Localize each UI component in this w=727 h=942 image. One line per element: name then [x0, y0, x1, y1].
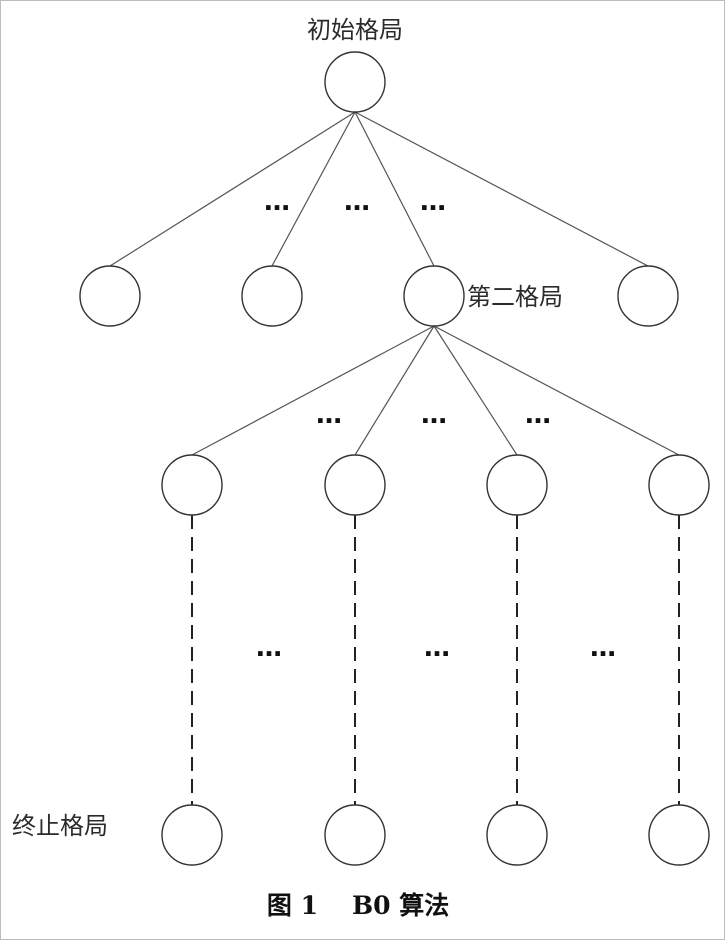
ellipsis-middle-3: … [590, 633, 616, 663]
ellipsis-level2-3: … [525, 400, 551, 430]
node-terminal-4 [648, 804, 710, 866]
figure-number: 图 1 [267, 891, 318, 920]
node-level2-3 [486, 454, 548, 516]
node-initial [324, 51, 386, 113]
label-second: 第二格局 [467, 283, 563, 311]
ellipsis-level1-2: … [344, 187, 370, 217]
edge-second-child-3 [433, 325, 518, 456]
label-terminal: 终止格局 [12, 812, 108, 840]
node-level2-1 [161, 454, 223, 516]
node-terminal-2 [324, 804, 386, 866]
ellipsis-middle-2: … [424, 633, 450, 663]
ellipsis-level1-3: … [420, 187, 446, 217]
node-terminal-3 [486, 804, 548, 866]
ellipsis-level2-2: … [421, 400, 447, 430]
edge-second-child-1 [191, 325, 435, 456]
edge-second-child-2 [354, 325, 435, 456]
edge-root-child-3 [354, 111, 435, 267]
node-level1-2 [241, 265, 303, 327]
node-second [403, 265, 465, 327]
node-level2-4 [648, 454, 710, 516]
label-initial: 初始格局 [307, 16, 403, 44]
ellipsis-level2-1: … [316, 400, 342, 430]
node-level1-1 [79, 265, 141, 327]
node-terminal-1 [161, 804, 223, 866]
edge-second-child-4 [433, 325, 680, 456]
ellipsis-level1-1: … [264, 187, 290, 217]
edge-root-child-4 [354, 111, 649, 267]
ellipsis-middle-1: … [256, 633, 282, 663]
node-level1-4 [617, 265, 679, 327]
figure-title: B0 算法 [352, 891, 449, 920]
edge-root-child-1 [109, 111, 356, 267]
edge-root-child-2 [271, 111, 356, 267]
node-level2-2 [324, 454, 386, 516]
